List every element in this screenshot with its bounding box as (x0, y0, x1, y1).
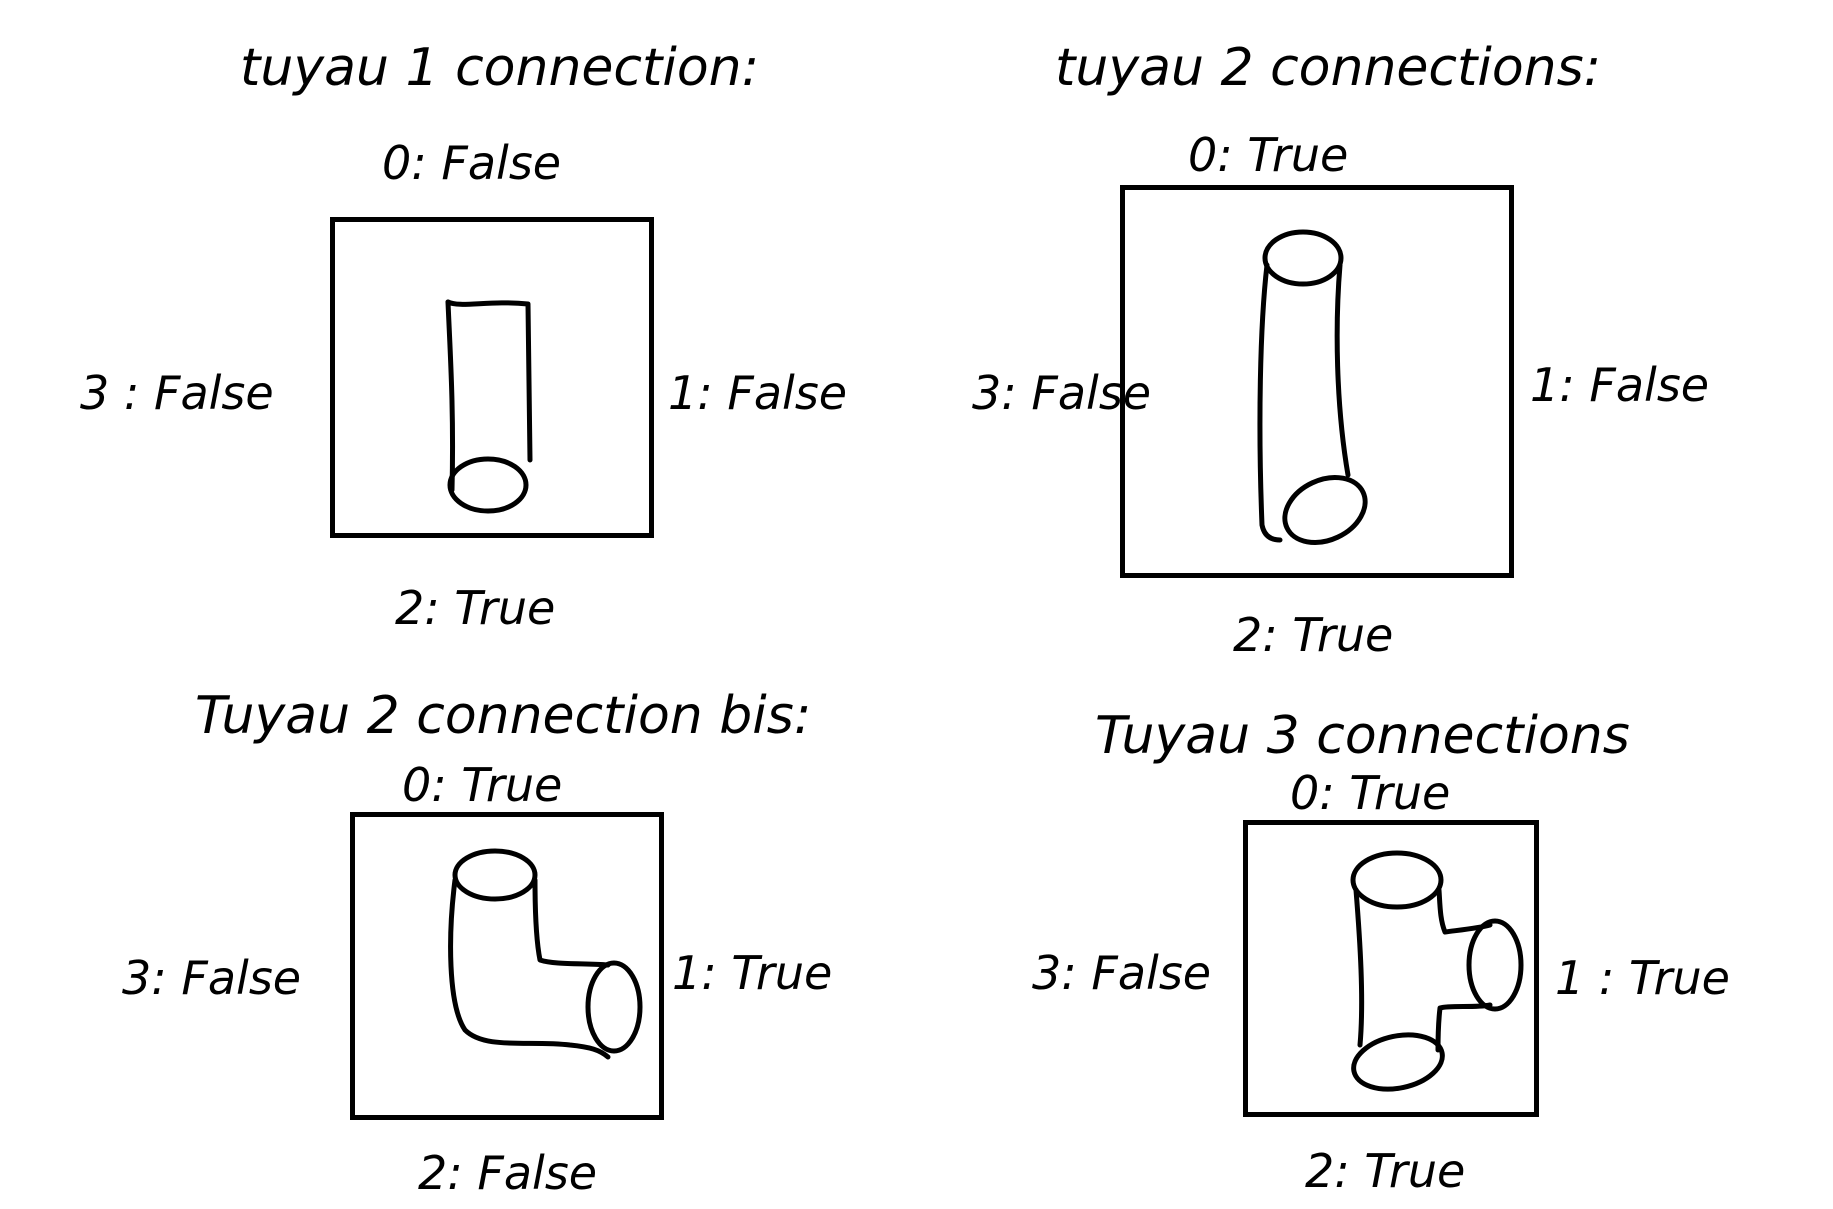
bottom-connection-label: 2: True (395, 581, 556, 635)
right-connection-label: 1: False (668, 366, 848, 420)
straight-pipe-end-icon (445, 299, 533, 514)
panel-title: Tuyau 3 connections (1095, 706, 1630, 766)
left-connection-label: 3: False (972, 366, 1152, 420)
right-connection-label: 1: True (672, 946, 833, 1000)
bottom-connection-label: 2: True (1305, 1144, 1466, 1198)
tile-box (350, 812, 664, 1120)
right-connection-label: 1: False (1530, 358, 1710, 412)
left-connection-label: 3: False (1032, 946, 1212, 1000)
right-connection-label: 1 : True (1555, 951, 1730, 1005)
top-connection-label: 0: False (382, 136, 562, 190)
left-connection-label: 3 : False (80, 366, 274, 420)
elbow-pipe-icon (448, 848, 643, 1060)
tee-pipe-icon (1350, 850, 1524, 1092)
panel-title: tuyau 2 connections: (1055, 38, 1602, 98)
panel-title: Tuyau 2 connection bis: (195, 686, 812, 746)
tile-box (330, 217, 654, 538)
left-connection-label: 3: False (122, 951, 302, 1005)
top-connection-label: 0: True (402, 758, 563, 812)
tile-box (1120, 185, 1514, 578)
tile-box (1243, 820, 1539, 1117)
panel-title: tuyau 1 connection: (240, 38, 760, 98)
top-connection-label: 0: True (1290, 766, 1451, 820)
straight-pipe-icon (1257, 229, 1368, 545)
bottom-connection-label: 2: False (418, 1146, 598, 1200)
bottom-connection-label: 2: True (1233, 608, 1394, 662)
top-connection-label: 0: True (1188, 128, 1349, 182)
